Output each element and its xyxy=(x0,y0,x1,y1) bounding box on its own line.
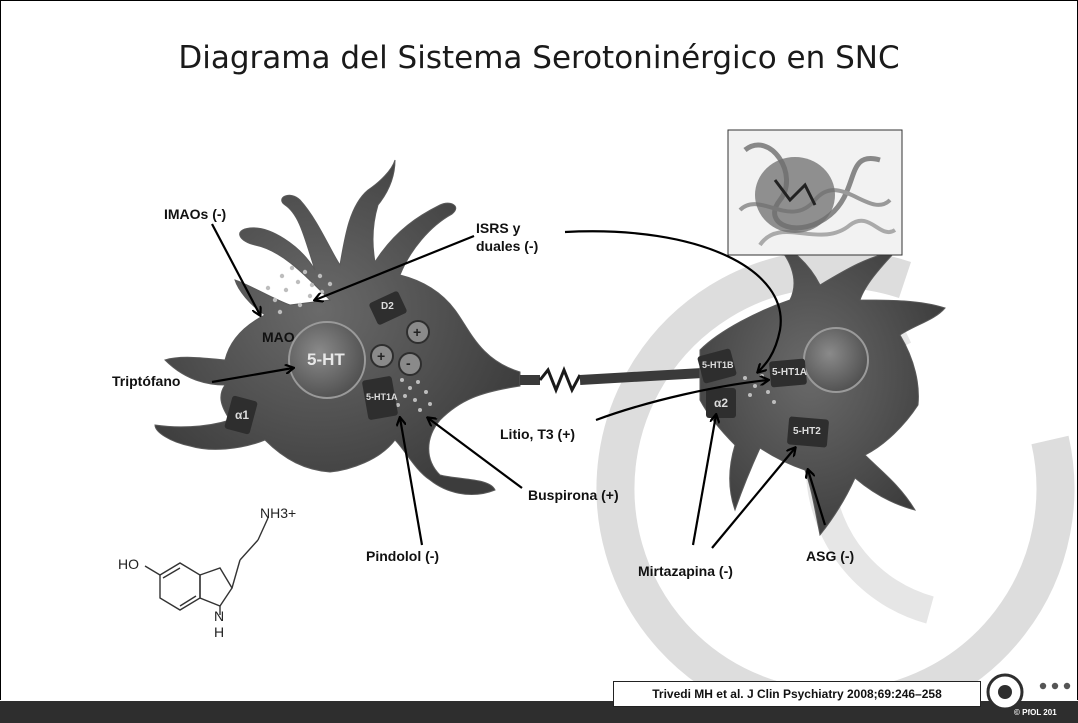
receptor-5ht1a-post-label: 5-HT1A xyxy=(772,367,808,378)
arrow-isrs xyxy=(315,234,475,300)
serotonin-molecule xyxy=(144,517,269,615)
label-isrs: ISRS y duales (-) xyxy=(476,220,539,254)
label-mirtazapina: Mirtazapina (-) xyxy=(638,563,733,579)
postsynaptic-neuron xyxy=(697,239,946,537)
receptor-5ht-label: 5-HT xyxy=(307,350,345,369)
label-triptofano: Triptófano xyxy=(112,373,181,389)
logo-dot-1 xyxy=(1039,682,1047,690)
molecule-ho: HO xyxy=(118,556,139,572)
5ht1a-post-receptor xyxy=(769,358,807,388)
logo-dot xyxy=(998,685,1012,699)
minus-sign: - xyxy=(406,355,411,371)
arrow-asg xyxy=(808,470,827,526)
label-asg: ASG (-) xyxy=(806,548,855,564)
arrow-mirtazapina-5ht2 xyxy=(711,448,795,549)
plus-sign-top: + xyxy=(413,324,422,340)
arrows xyxy=(211,223,827,549)
logo-dot-2 xyxy=(1051,682,1059,690)
molecule-n: N xyxy=(214,608,225,624)
presynaptic-nucleus xyxy=(288,321,366,399)
decorative-ring xyxy=(596,249,1075,723)
label-litio: Litio, T3 (+) xyxy=(500,426,576,442)
receptor-5ht2-label: 5-HT2 xyxy=(793,426,821,437)
d2-receptor xyxy=(369,291,407,325)
5ht1b-receptor xyxy=(697,348,737,384)
vesicles-bottom xyxy=(396,378,432,412)
postsynaptic-nucleus xyxy=(803,327,869,393)
footer-notch xyxy=(486,690,514,701)
alpha2-receptor xyxy=(706,388,736,418)
axon-zigzag xyxy=(538,365,582,395)
arrow-isrs-post xyxy=(564,230,782,372)
plus-circle-left xyxy=(370,344,394,368)
receptor-5ht1b-label: 5-HT1B xyxy=(702,360,734,370)
arrow-pindolol xyxy=(400,418,424,546)
presynaptic-neuron xyxy=(154,159,721,496)
label-imaos: IMAOs (-) xyxy=(164,206,227,222)
page-title: Diagrama del Sistema Serotoninérgico en … xyxy=(178,40,900,76)
protein-structure-inset xyxy=(727,129,903,256)
minus-circle xyxy=(398,352,422,376)
arrow-triptofano xyxy=(211,368,293,384)
5ht1a-pre-receptor xyxy=(362,376,398,420)
label-mao: MAO xyxy=(262,329,295,345)
plus-circle-top xyxy=(406,320,430,344)
receptor-5ht1a-pre-label: 5-HT1A xyxy=(366,392,398,402)
receptor-d2-label: D2 xyxy=(381,301,394,312)
citation-box: Trivedi MH et al. J Clin Psychiatry 2008… xyxy=(613,681,981,707)
arrow-litio xyxy=(595,380,768,422)
receptor-alpha2-label: α2 xyxy=(714,396,729,410)
5ht2-receptor xyxy=(787,416,829,448)
label-buspirona: Buspirona (+) xyxy=(528,487,619,503)
receptor-alpha1-label: α1 xyxy=(235,408,250,422)
molecule-h: H xyxy=(214,624,225,640)
logo-dot-3 xyxy=(1063,682,1071,690)
molecule-nh3: NH3+ xyxy=(260,505,297,521)
label-pindolol: Pindolol (-) xyxy=(366,548,440,564)
copyright-text: © PfOL 201 xyxy=(1014,708,1057,717)
alpha1-receptor xyxy=(224,395,258,435)
arrow-imaos xyxy=(211,223,260,315)
plus-sign-left: + xyxy=(377,348,386,364)
arrow-buspirona xyxy=(428,418,523,489)
vesicles-top xyxy=(265,265,333,315)
arrow-mirtazapina-alpha2 xyxy=(691,415,716,546)
